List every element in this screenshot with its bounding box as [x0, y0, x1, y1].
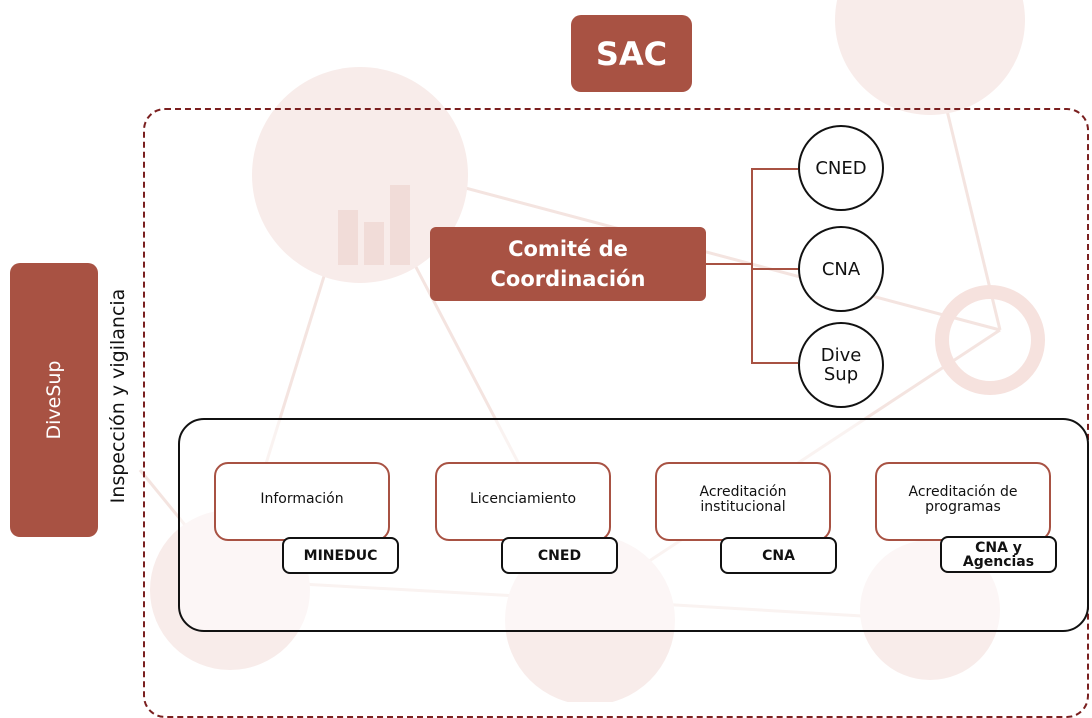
- member-label: CNA: [821, 258, 861, 280]
- process-label-line2: institucional: [700, 498, 786, 515]
- process-box-acreditacion-institucional: Acreditación institucional: [655, 462, 831, 541]
- process-box-acreditacion-programas: Acreditación de programas: [875, 462, 1051, 541]
- agency-box-cned: CNED: [501, 537, 618, 574]
- committee-box: Comité de Coordinación: [430, 227, 706, 301]
- diagram: SAC DiveSup Inspección y vigilancia Comi…: [10, 15, 1089, 718]
- member-circle-cna: CNA: [798, 226, 884, 312]
- member-label-line1: Dive: [820, 345, 862, 366]
- agency-box-cna: CNA: [720, 537, 837, 574]
- divesup-side-panel: [10, 263, 98, 537]
- member-branch-cna: [751, 268, 798, 270]
- inspection-label: Inspección y vigilancia: [107, 288, 129, 504]
- committee-connector: [706, 263, 752, 265]
- process-label: Licenciamiento: [469, 491, 577, 507]
- agency-label: MINEDUC: [303, 547, 378, 564]
- committee-label-line1: Comité de: [508, 237, 628, 261]
- process-label: Información: [260, 491, 344, 507]
- agency-box-mineduc: MINEDUC: [282, 537, 399, 574]
- member-branch-cned: [751, 168, 798, 170]
- sac-title-box: SAC: [571, 15, 692, 92]
- process-box-informacion: Información: [214, 462, 390, 541]
- sac-title: SAC: [595, 34, 668, 73]
- member-branch-divesup: [751, 362, 798, 364]
- member-label-line2: Sup: [823, 364, 859, 385]
- committee-label-line2: Coordinación: [490, 267, 646, 291]
- process-label-line1: Acreditación de: [908, 483, 1018, 500]
- agency-label: CNA: [762, 547, 795, 564]
- member-circle-cned: CNED: [798, 125, 884, 211]
- agency-label: CNED: [537, 547, 582, 564]
- member-label: CNED: [815, 157, 867, 179]
- divesup-side-label: DiveSup: [43, 360, 65, 440]
- agency-label-line2: Agencias: [962, 553, 1035, 570]
- agency-box-cna-agencias: CNA y Agencias: [940, 536, 1057, 573]
- agency-label-line1: CNA y: [975, 539, 1022, 556]
- member-circle-divesup: Dive Sup: [798, 322, 884, 408]
- members-trunk: [751, 168, 753, 364]
- process-label-line1: Acreditación: [699, 483, 787, 500]
- process-label-line2: programas: [925, 498, 1001, 515]
- process-box-licenciamiento: Licenciamiento: [435, 462, 611, 541]
